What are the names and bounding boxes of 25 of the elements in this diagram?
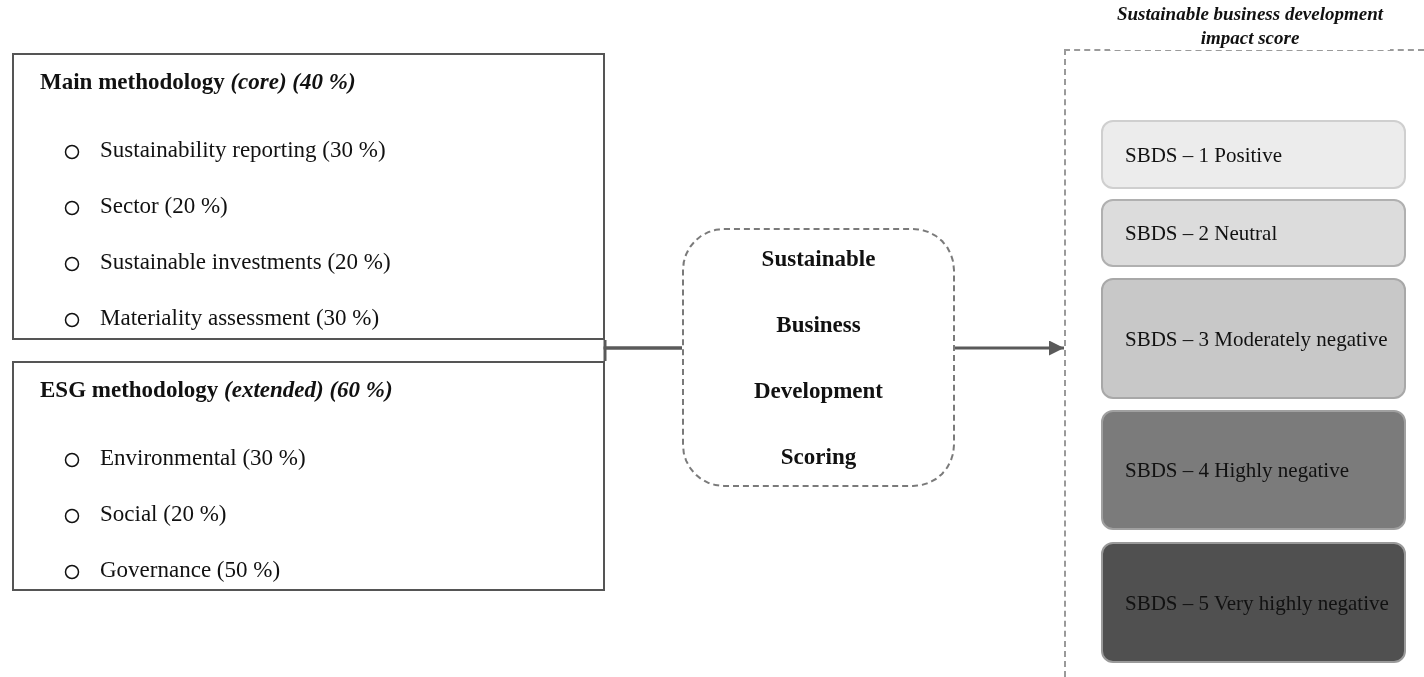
list-item: Governance (50 %) — [100, 557, 281, 583]
score-label: SBDS – 4 Highly negative — [1125, 457, 1350, 484]
score-box — [1101, 410, 1406, 530]
methodology-box — [12, 361, 605, 591]
methodology-box — [12, 53, 605, 340]
score-label: SBDS – 5 Very highly negative — [1125, 589, 1390, 617]
score-box — [1101, 542, 1406, 663]
box-label: Sustainable Business Development Scoring — [753, 244, 884, 471]
list-item: Sustainable investments (20 %) — [100, 249, 391, 275]
box-heading: Main methodology (core) (40 %) — [40, 69, 356, 95]
connector-line — [603, 346, 682, 361]
list-item: Materiality assessment (30 %) — [100, 305, 380, 331]
score-box — [1101, 278, 1406, 399]
score-box — [1101, 199, 1406, 267]
score-label: SBDS – 1 Positive — [1125, 141, 1283, 169]
list-item: Environmental (30 %) — [100, 445, 306, 471]
scoring-box — [682, 228, 955, 487]
score-label: SBDS – 3 Moderately negative — [1125, 325, 1389, 353]
list-item: Sustainability reporting (30 %) — [100, 137, 386, 163]
score-label: SBDS – 2 Neutral — [1125, 220, 1279, 247]
list-item: Sector (20 %) — [100, 193, 228, 219]
list-item: Social (20 %) — [100, 501, 227, 527]
score-box — [1101, 120, 1406, 189]
box-heading: ESG methodology (extended) (60 %) — [40, 377, 393, 403]
arrow — [955, 340, 1064, 356]
